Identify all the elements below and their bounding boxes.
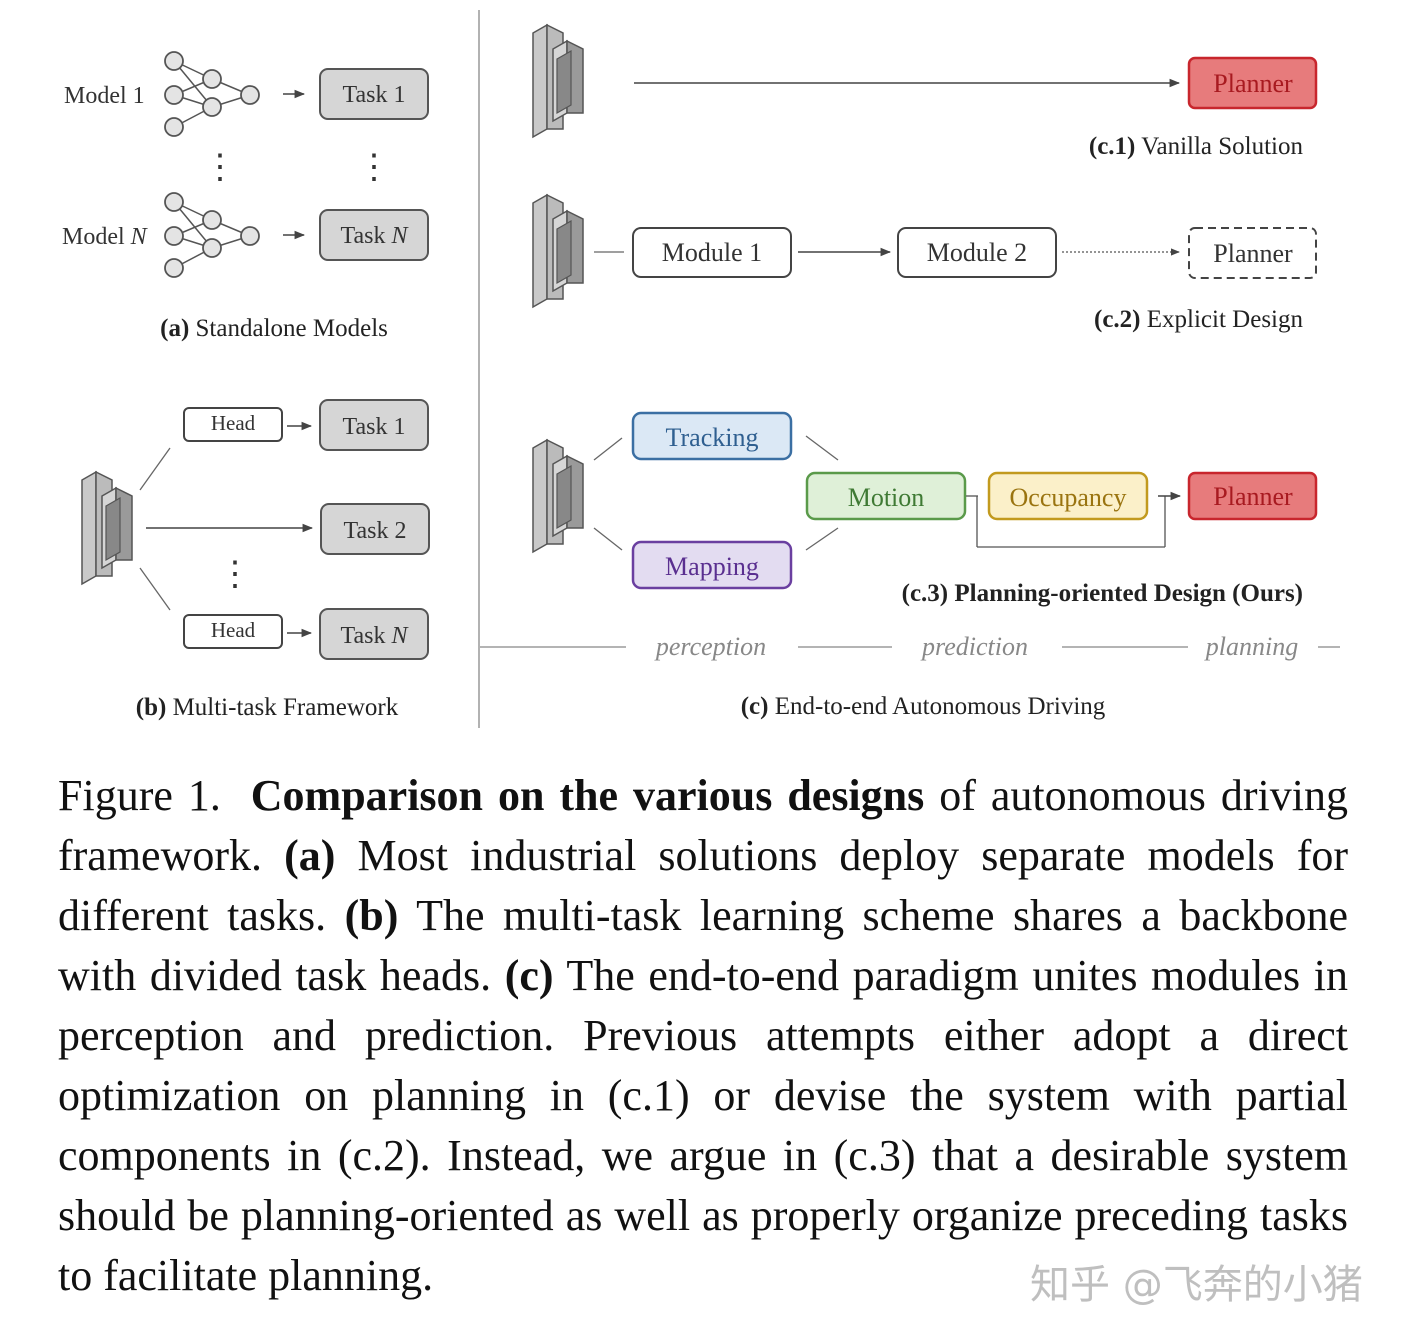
task-1-label: Task 1 (343, 82, 406, 108)
neural-net-icon (164, 51, 260, 137)
task-n-label: Task N (341, 623, 410, 649)
caption-title: Comparison on the various designs (250, 771, 925, 820)
panel-c-caption: (c) End-to-end Autonomous Driving (741, 693, 1106, 720)
caption-a-label: (a) (284, 831, 336, 880)
mapping-label: Mapping (665, 552, 759, 581)
backbone-icon (532, 194, 584, 308)
vertical-ellipsis-icon: ⋮ (357, 149, 391, 186)
backbone-icon (532, 24, 584, 138)
panel-c1: Planner (c.1) Vanilla Solution (532, 24, 1318, 160)
model-n-label: Model N (62, 224, 149, 250)
panel-a: Model 1 Task 1 ⋮ ⋮ Model N Task N (a) St… (62, 51, 429, 342)
planner-box (1187, 471, 1318, 521)
vertical-ellipsis-icon: ⋮ (218, 556, 252, 593)
backbone-icon (532, 439, 584, 553)
task-1-box (319, 399, 429, 451)
panel-c2: Module 1 Module 2 Planner (c.2) Explicit… (532, 194, 1317, 333)
motion-label: Motion (848, 483, 925, 512)
module-1-label: Module 1 (662, 238, 762, 267)
task-1-box (319, 68, 429, 120)
caption-text: Most industrial solutions deploy separat… (58, 831, 1349, 940)
panel-b-caption: (b) Multi-task Framework (136, 694, 399, 721)
panel-c2-caption: (c.2) Explicit Design (1094, 306, 1303, 333)
stage-planning: planning (1204, 632, 1298, 661)
model-1-label: Model 1 (64, 83, 145, 109)
head-top-box (183, 407, 283, 442)
occupancy-label: Occupancy (1010, 483, 1127, 512)
caption-text: The multi-task learning scheme shares a … (58, 891, 1348, 1000)
figure-diagram: Model 1 Task 1 ⋮ ⋮ Model N Task N (a) St… (62, 10, 1340, 728)
task-n-box (319, 209, 429, 261)
module-2-label: Module 2 (927, 238, 1027, 267)
occupancy-box (987, 471, 1149, 521)
tracking-box (631, 411, 793, 461)
panel-a-caption: (a) Standalone Models (160, 315, 388, 342)
caption-text: The end-to-end paradigm unites modules i… (58, 951, 1348, 1300)
caption-text: of autonomous driving framework. (58, 771, 1348, 880)
caption-c-label: (c) (504, 951, 554, 1000)
planner-dashed-box (1188, 227, 1317, 279)
planner-box (1187, 56, 1318, 110)
planner-label: Planner (1213, 239, 1293, 268)
stage-prediction: prediction (920, 632, 1028, 661)
head-bottom-box (183, 614, 283, 649)
panel-c1-caption: (c.1) Vanilla Solution (1089, 133, 1304, 160)
panel-c3: Tracking Mapping Motion Occupancy Planne… (532, 411, 1318, 607)
task-1-label: Task 1 (343, 414, 406, 440)
neural-net-icon (164, 192, 260, 278)
tracking-label: Tracking (666, 423, 759, 452)
planner-label: Planner (1213, 482, 1293, 511)
head-bottom-label: Head (211, 618, 256, 642)
head-top-label: Head (211, 411, 256, 435)
module-2-box (897, 227, 1057, 278)
watermark: 知乎 @飞奔的小猪 (1030, 1262, 1363, 1308)
mapping-box (631, 540, 793, 590)
panel-c3-caption: (c.3) Planning-oriented Design (Ours) (902, 580, 1303, 607)
task-n-box (319, 608, 429, 660)
stage-axis: perception prediction planning (480, 632, 1340, 661)
backbone-icon (81, 471, 133, 585)
task-n-label: Task N (341, 223, 410, 249)
task-2-box (320, 503, 430, 555)
caption-b-label: (b) (344, 891, 399, 940)
planner-label: Planner (1213, 69, 1293, 98)
stage-perception: perception (654, 632, 766, 661)
panel-b: Head Task 1 Task 2 ⋮ Head Task N (b) Mul… (81, 399, 430, 721)
vertical-ellipsis-icon: ⋮ (203, 149, 237, 186)
motion-box (805, 471, 967, 521)
task-2-label: Task 2 (344, 518, 407, 544)
module-1-box (632, 227, 792, 278)
figure-caption: Figure 1. Comparison on the various desi… (58, 766, 1348, 1306)
caption-figure-label: Figure 1. (58, 771, 221, 820)
